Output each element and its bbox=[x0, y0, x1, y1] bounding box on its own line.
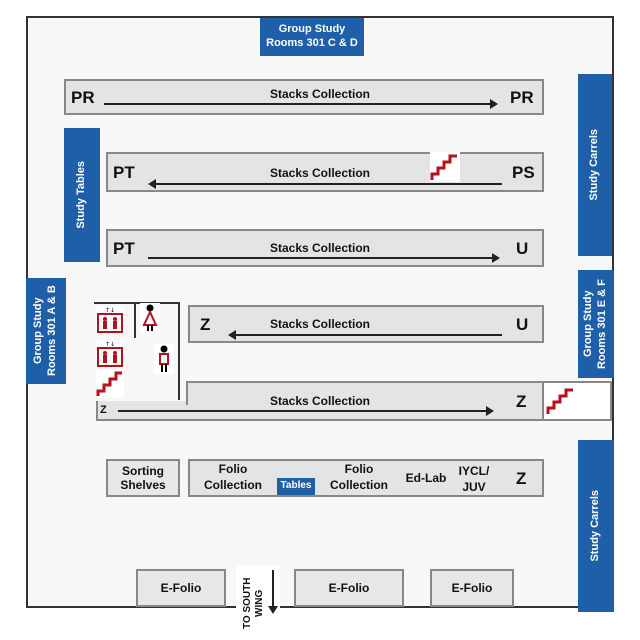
core-wall-top bbox=[94, 302, 180, 304]
group-study-ab-label: Group Study Rooms 301 A & B bbox=[32, 285, 58, 377]
efolio-3[interactable]: E-Folio bbox=[430, 569, 514, 607]
group-study-rooms-cd[interactable]: Group Study Rooms 301 C & D bbox=[260, 18, 364, 56]
study-tables-label: Study Tables bbox=[75, 161, 88, 229]
row3-label: Stacks Collection bbox=[269, 241, 371, 255]
core-wall-divider bbox=[134, 304, 136, 338]
study-carrels-bottom[interactable]: Study Carrels bbox=[578, 440, 614, 612]
folio-collection-2-label: Folio Collection bbox=[329, 462, 388, 492]
stairs-icon bbox=[546, 386, 576, 416]
row5-right-code: Z bbox=[516, 392, 527, 411]
row4-left-code: Z bbox=[200, 315, 211, 334]
folio-collection-1-label: Folio Collection bbox=[203, 462, 262, 492]
group-study-cd-label: Group Study Rooms 301 C & D bbox=[266, 23, 358, 49]
row5-direction-arrow bbox=[118, 406, 494, 416]
folio-row-end-code: Z bbox=[516, 469, 527, 488]
row4-right-code: U bbox=[516, 315, 529, 334]
row5-label: Stacks Collection bbox=[269, 394, 371, 408]
row2-right-code: PS bbox=[512, 163, 535, 182]
efolio-2[interactable]: E-Folio bbox=[294, 569, 404, 607]
womens-restroom-icon bbox=[140, 303, 160, 333]
group-study-rooms-ab[interactable]: Group Study Rooms 301 A & B bbox=[26, 278, 66, 384]
stacks-row-z-u[interactable] bbox=[188, 305, 544, 343]
to-south-wing-label: TO SOUTH WING bbox=[242, 577, 265, 629]
group-study-ef-label: Group Study Rooms 301 E & F bbox=[582, 279, 608, 369]
stacks-row-pr-pr[interactable] bbox=[64, 79, 544, 115]
svg-text:↑↓: ↑↓ bbox=[105, 341, 115, 348]
sorting-shelves-label: Sorting Shelves bbox=[120, 464, 166, 492]
row2-left-code: PT bbox=[113, 163, 135, 182]
elevator-icon: ↑↓ bbox=[96, 340, 124, 368]
south-wing-arrowhead bbox=[268, 606, 278, 614]
group-study-rooms-ef[interactable]: Group Study Rooms 301 E & F bbox=[578, 270, 614, 378]
study-carrels-top[interactable]: Study Carrels bbox=[578, 74, 612, 256]
row1-left-code: PR bbox=[71, 88, 95, 107]
ed-lab-label: Ed-Lab bbox=[405, 471, 447, 485]
tables-label[interactable]: Tables bbox=[277, 478, 315, 495]
stairs-icon bbox=[430, 152, 460, 182]
core-wall-right bbox=[178, 302, 180, 400]
row3-direction-arrow bbox=[148, 253, 500, 263]
study-carrels-bottom-label: Study Carrels bbox=[589, 490, 602, 562]
row1-label: Stacks Collection bbox=[269, 87, 371, 101]
svg-text:↑↓: ↑↓ bbox=[105, 307, 115, 314]
stacks-row-pt-ps[interactable] bbox=[106, 152, 544, 192]
stacks-row-pt-u[interactable] bbox=[106, 229, 544, 267]
south-wing-arrow bbox=[268, 570, 278, 614]
row4-label: Stacks Collection bbox=[269, 317, 371, 331]
row2-direction-arrow bbox=[148, 179, 502, 189]
row5-left-code: Z bbox=[100, 404, 107, 416]
mens-restroom-icon bbox=[154, 344, 174, 374]
iycl-juv-label: IYCL/ JUV bbox=[458, 464, 490, 494]
row3-left-code: PT bbox=[113, 239, 135, 258]
row1-right-code: PR bbox=[510, 88, 534, 107]
folio-row[interactable] bbox=[188, 459, 544, 497]
study-tables[interactable]: Study Tables bbox=[64, 128, 100, 262]
stairs-icon bbox=[96, 370, 124, 398]
stacks-row-z-z-upper[interactable] bbox=[186, 381, 544, 405]
study-carrels-top-label: Study Carrels bbox=[588, 129, 601, 201]
row2-label: Stacks Collection bbox=[269, 166, 371, 180]
row1-direction-arrow bbox=[104, 99, 498, 109]
elevator-icon: ↑↓ bbox=[96, 306, 124, 334]
sorting-shelves[interactable]: Sorting Shelves bbox=[106, 459, 180, 497]
efolio-1[interactable]: E-Folio bbox=[136, 569, 226, 607]
row3-right-code: U bbox=[516, 239, 529, 258]
row4-direction-arrow bbox=[228, 330, 502, 340]
